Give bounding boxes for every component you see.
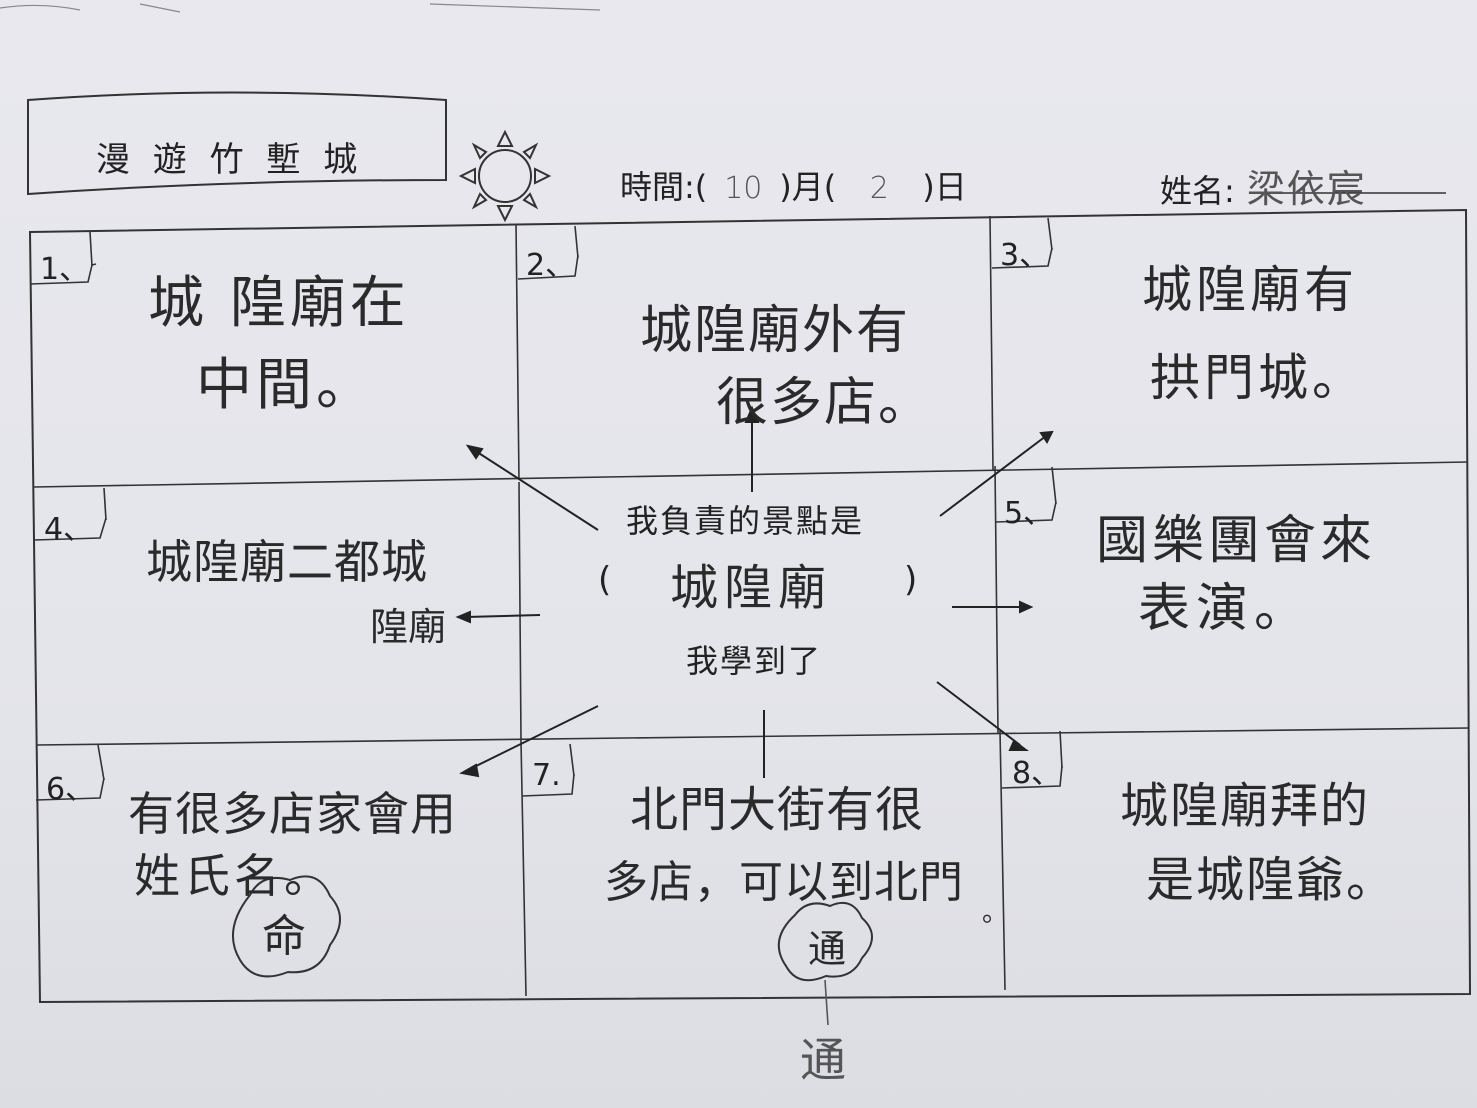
cell-1-number: 1、 <box>40 252 90 287</box>
cell-6-line1: 有很多店家會用 <box>128 787 457 841</box>
cell-3-number: 3、 <box>1000 238 1050 273</box>
cell-6-teacher-mark: 命 <box>262 911 306 962</box>
cell-8-number: 8、 <box>1012 756 1062 791</box>
day-value[interactable]: 2 <box>869 171 889 206</box>
month-value[interactable]: 10 <box>724 171 763 206</box>
date-field: 時間:( 10 )月( 2 )日 <box>620 162 967 208</box>
date-label-prefix: 時間:( <box>620 168 708 206</box>
cell-7-teacher-mark: 通 <box>808 927 847 971</box>
day-label: )日 <box>922 168 967 206</box>
center-open-paren: ( <box>598 560 612 600</box>
cell-1-line1: 城 隍廟在 <box>148 271 410 336</box>
center-prompt: 我負責的景點是 <box>626 502 865 540</box>
cell-5-number: 5、 <box>1004 496 1054 531</box>
banner-title: 漫 遊 竹 塹 城 <box>96 140 364 180</box>
cell-7-note: 通 <box>800 1033 846 1087</box>
cell-3-line2: 拱門城。 <box>1150 349 1366 407</box>
cell-2-number: 2、 <box>526 248 576 283</box>
cell-8-line2: 是城隍爺。 <box>1146 852 1397 908</box>
cell-3-line1: 城隍廟有 <box>1142 261 1358 319</box>
cell-4-line1: 城隍廟二都城 <box>146 535 428 589</box>
name-field: 姓名: 梁依宸 <box>1160 158 1367 213</box>
center-learned: 我學到了 <box>686 642 823 680</box>
cell-1-line2: 中間。 <box>196 353 376 418</box>
center-close-paren: ) <box>904 560 918 600</box>
cell-7-line3: 。 <box>982 898 1009 928</box>
cell-2-line2: 很多店。 <box>716 373 933 433</box>
sun-icon <box>458 129 552 223</box>
cell-4-number: 4、 <box>44 512 94 547</box>
cell-2-line1: 城隍廟外有 <box>640 301 911 361</box>
cell-5-line2: 表演。 <box>1138 579 1313 639</box>
cell-7-number: 7. <box>532 758 561 793</box>
cloud-mark-6 <box>232 875 341 978</box>
cell-8-line1: 城隍廟拜的 <box>1120 778 1371 834</box>
cell-4-line2: 隍廟 <box>370 605 447 649</box>
center-site: 城隍廟 <box>670 560 833 616</box>
cloud-mark-7 <box>777 902 873 982</box>
name-label: 姓名: <box>1160 172 1235 210</box>
cell-5-line1: 國樂團會來 <box>1096 511 1377 571</box>
cell-7-line2: 多店，可以到北門 <box>604 857 964 908</box>
cell-6-number: 6、 <box>46 772 96 807</box>
cell-7-line1: 北門大街有很 <box>630 782 925 838</box>
month-label: )月( <box>779 168 837 206</box>
name-value[interactable]: 梁依宸 <box>1246 167 1367 211</box>
cell-6-line2: 姓氏名。 <box>134 849 334 903</box>
